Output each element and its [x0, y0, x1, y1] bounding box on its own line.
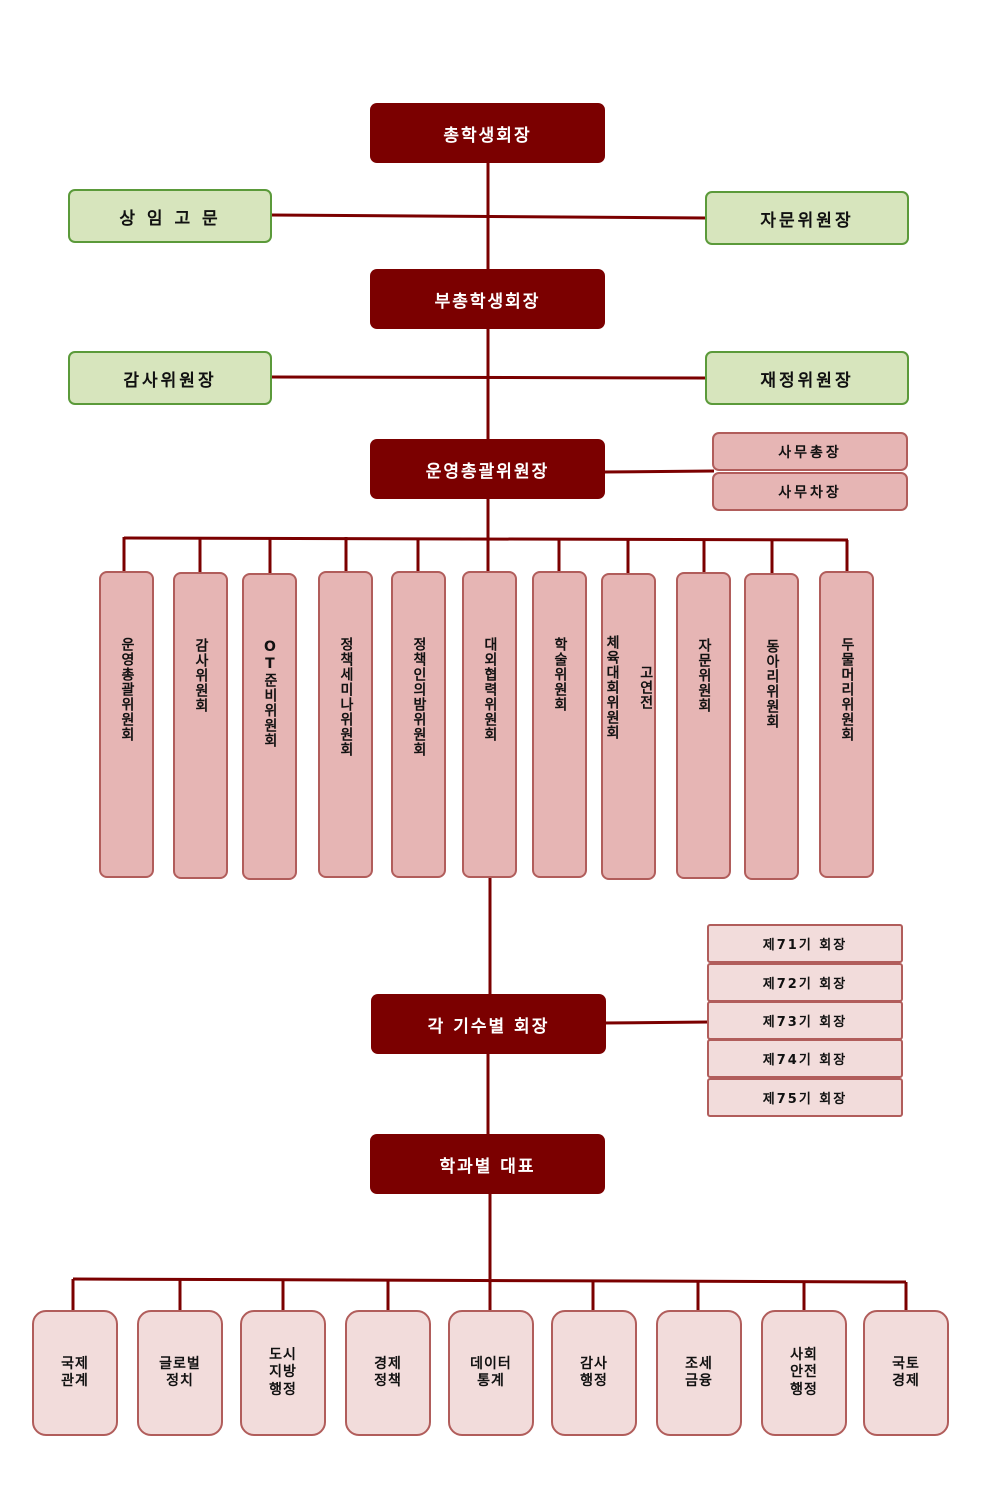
deputy-secretary-box: 사무차장 [712, 472, 908, 511]
secretary-general-box: 사무총장 [712, 432, 908, 471]
committee-box: OT준비위원회 [242, 573, 297, 880]
class-president-box: 제71기 회장 [707, 924, 903, 963]
advisor-line [270, 213, 707, 220]
committee-box: 자문위원회 [676, 572, 731, 879]
committee-label: 운영총괄위원회 [118, 637, 135, 742]
committee-label: 정책인의밤위원회 [410, 637, 427, 757]
department-box: 도시 지방 행정 [240, 1310, 326, 1436]
committee-label: 동아리위원회 [763, 639, 780, 729]
department-box: 경제 정책 [345, 1310, 431, 1436]
committee-box: 고연전 체육대회위원회 [601, 573, 656, 880]
secretary-line [602, 469, 715, 474]
president-box: 총학생회장 [370, 103, 605, 163]
committee-label: 대외협력위원회 [481, 637, 498, 742]
department-box: 국제 관계 [32, 1310, 118, 1436]
advisory-chair-box: 자문위원장 [705, 191, 909, 245]
operations-chair-box: 운영총괄위원장 [370, 439, 605, 499]
committee-label: 두물머리위원회 [838, 637, 855, 742]
committee-box: 정책인의밤위원회 [391, 571, 446, 878]
class-president-box: 제72기 회장 [707, 963, 903, 1002]
department-box: 글로벌 정치 [137, 1310, 223, 1436]
class-president-box: 제74기 회장 [707, 1039, 903, 1078]
class-line [602, 1020, 710, 1025]
class-president-box: 제73기 회장 [707, 1001, 903, 1040]
committee-label: 자문위원회 [695, 638, 712, 713]
committee-label: 정책세미나위원회 [337, 637, 354, 757]
committee-box: 대외협력위원회 [462, 571, 517, 878]
finance-chair-box: 재정위원장 [705, 351, 909, 405]
committee-box: 두물머리위원회 [819, 571, 874, 878]
class-presidents-box: 각 기수별 회장 [371, 994, 606, 1054]
department-box: 데이터 통계 [448, 1310, 534, 1436]
standing-advisor-box: 상 임 고 문 [68, 189, 272, 243]
vice-president-box: 부총학생회장 [370, 269, 605, 329]
audit-chair-box: 감사위원장 [68, 351, 272, 405]
committee-box: 정책세미나위원회 [318, 571, 373, 878]
department-box: 조세 금융 [656, 1310, 742, 1436]
committee-label: 고연전 체육대회위원회 [604, 635, 654, 740]
department-box: 사회 안전 행정 [761, 1310, 847, 1436]
class-president-box: 제75기 회장 [707, 1078, 903, 1117]
committee-bus [123, 536, 849, 542]
committee-label: 학술위원회 [551, 637, 568, 712]
department-box: 감사 행정 [551, 1310, 637, 1436]
committee-box: 감사위원회 [173, 572, 228, 879]
committee-box: 학술위원회 [532, 571, 587, 878]
department-box: 국토 경제 [863, 1310, 949, 1436]
department-reps-box: 학과별 대표 [370, 1134, 605, 1194]
advisor-line [270, 375, 707, 380]
committee-label: 감사위원회 [192, 638, 209, 713]
committee-label: OT준비위원회 [261, 639, 278, 748]
committee-box: 동아리위원회 [744, 573, 799, 880]
committee-box: 운영총괄위원회 [99, 571, 154, 878]
